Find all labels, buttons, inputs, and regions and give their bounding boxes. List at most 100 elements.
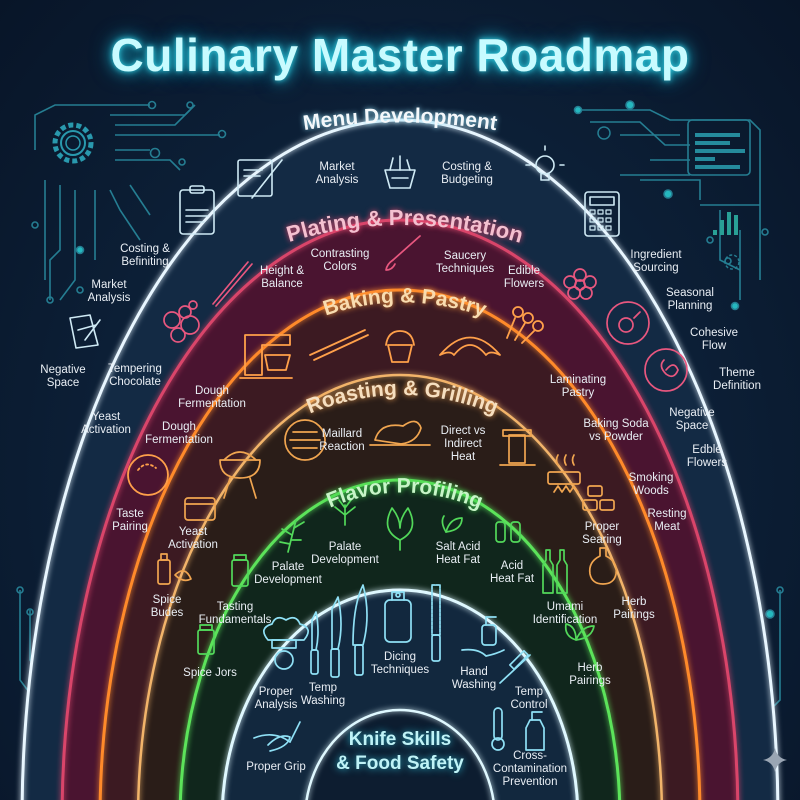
utility-knife-icon: [330, 596, 342, 678]
chef-knife-icon: [352, 584, 368, 676]
sparkle-icon: [763, 748, 787, 772]
artichoke-icon: [386, 507, 414, 551]
butcher-blocks-icon: [582, 485, 615, 511]
paring-knife-icon: [310, 611, 319, 675]
center-title: Knife Skills & Food Safety: [336, 728, 464, 776]
burner-icon: [547, 454, 581, 493]
ring-title-plating: Plating & Presentation: [284, 205, 526, 248]
croissant-icon: [439, 336, 501, 356]
spray-bottle-icon: [525, 711, 545, 751]
flower-icon: [563, 268, 597, 300]
chocolate-pieces-icon: [163, 300, 200, 343]
knife-grip-icon: [253, 721, 301, 752]
svg-text:Menu Development: Menu Development: [301, 104, 498, 135]
spice-bottle-icon: [157, 553, 192, 585]
cupcake-icon: [385, 330, 415, 363]
label-spice-jors: Spice Jors: [183, 667, 237, 679]
leaf-icon: [441, 515, 463, 533]
herb-leaves-icon: [334, 499, 356, 526]
lightbulb-icon: [525, 145, 565, 181]
ring-title-flavor: Flavor Profiling: [323, 474, 486, 513]
bread-knife-icon: [431, 584, 441, 662]
label-costing-befiniting: Costing &Befiniting: [120, 243, 170, 268]
rolling-pin-icon: [309, 329, 369, 361]
calculator-icon: [584, 191, 620, 237]
ring-title-menu: Menu Development: [301, 104, 498, 135]
spice-jar-icon: [197, 554, 249, 655]
svg-text:Plating & Presentation: Plating & Presentation: [284, 205, 526, 248]
svg-text:Flavor Profiling: Flavor Profiling: [323, 474, 486, 513]
bottles-icon: [542, 549, 568, 594]
ring-title-baking: Baking & Pastry: [320, 284, 489, 321]
tweezers-icon: [212, 261, 253, 307]
label-proper-grip: Proper Grip: [246, 761, 306, 773]
center-title-line-1: Knife Skills: [348, 729, 452, 750]
thermometer-probe-icon: [499, 649, 531, 684]
hand-soap-icon: [461, 616, 505, 657]
pen-notepad-icon: [237, 159, 283, 199]
grocery-basket-icon: [384, 155, 416, 189]
measuring-spoons-icon: [506, 306, 544, 344]
dough-ball-icon: [127, 454, 169, 496]
bbq-grill-icon: [219, 451, 261, 499]
label-costing-budgeting: Costing &Budgeting: [441, 161, 493, 186]
oil-bottle-icon: [588, 547, 618, 585]
swirl-plate-icon: [644, 348, 688, 392]
chef-hat-icon: [263, 616, 309, 670]
page-title: Culinary Master Roadmap: [110, 29, 690, 81]
proofing-box-icon: [184, 497, 216, 521]
label-height-balance: Height &Balance: [259, 265, 305, 290]
svg-text:Roasting & Grilling: Roasting & Grilling: [303, 377, 501, 419]
smoker-icon: [499, 429, 536, 466]
ring-title-roasting: Roasting & Grilling: [303, 377, 501, 419]
herb-sprig-icon: [279, 519, 305, 553]
roast-chicken-icon: [369, 420, 431, 446]
thermometer-icon: [491, 707, 505, 751]
menu-clipboard-icon: [179, 185, 215, 235]
stand-mixer-icon: [239, 334, 293, 379]
svg-text:Baking & Pastry: Baking & Pastry: [320, 284, 489, 321]
salt-pepper-icon: [495, 521, 521, 543]
cutting-board-icon: [384, 591, 412, 643]
